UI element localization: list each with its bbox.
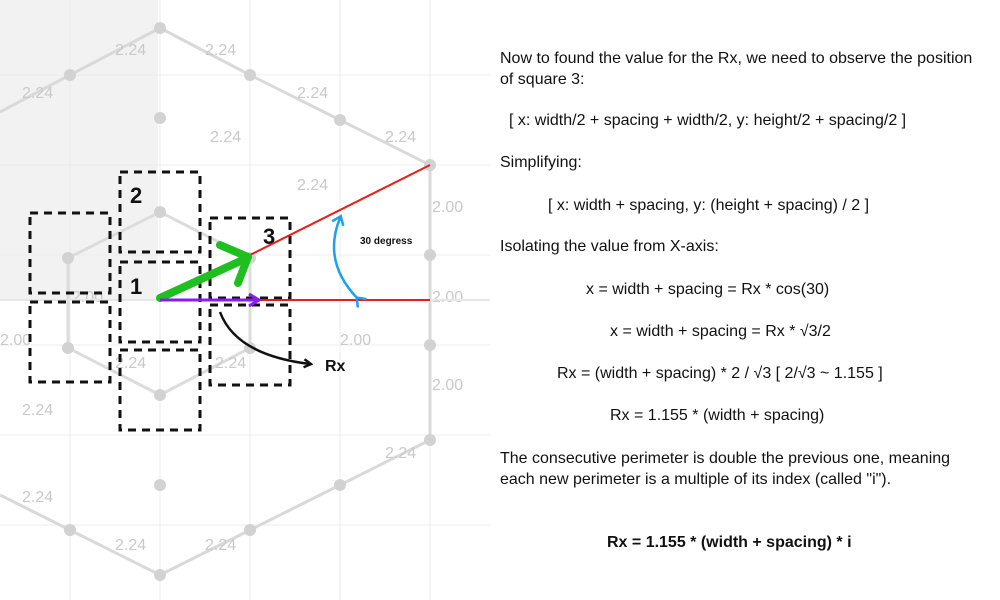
isolating-label: Isolating the value from X-axis: — [500, 238, 719, 255]
square-3-label: 3 — [263, 224, 275, 249]
square-left-bottom — [28, 300, 112, 384]
hexagon-node — [424, 339, 436, 351]
grid-label: 2.24 — [115, 355, 146, 372]
grid-labels: 2.24 2.24 2.24 2.24 2.24 2.24 2.24 2.24 … — [0, 42, 463, 554]
position-formula: [ x: width/2 + spacing + width/2, y: hei… — [509, 112, 907, 129]
grid-label: 2.24 — [385, 129, 416, 146]
grid-label: 2.00 — [340, 332, 371, 349]
hexagon-node — [154, 22, 166, 34]
grid-label: 2.24 — [115, 537, 146, 554]
hexagon-node — [154, 389, 166, 401]
square-right-bottom — [208, 303, 292, 387]
rx-label: Rx — [325, 358, 346, 375]
square-1-label: 1 — [130, 274, 142, 299]
grid-label: 2.24 — [22, 489, 53, 506]
dashed-squares — [28, 170, 292, 432]
perimeter-note: The consecutive perimeter is double the … — [500, 450, 951, 488]
simplified-formula: [ x: width + spacing, y: (height + spaci… — [548, 197, 870, 214]
square-left-top — [28, 211, 112, 295]
angle-arc — [331, 214, 367, 308]
grid-label: 2.24 — [215, 355, 246, 372]
rx-arrow — [218, 311, 310, 364]
grid-label: 2.00 — [432, 289, 463, 306]
square-center-bottom — [118, 348, 202, 432]
hexagon-node — [424, 249, 436, 261]
grid-label: 2.24 — [297, 85, 328, 102]
grid-label: 2.24 — [210, 129, 241, 146]
hexagon-node — [244, 69, 256, 81]
square-2-label: 2 — [130, 183, 142, 208]
hexagon-node — [154, 479, 166, 491]
intro-text: Now to found the value for the Rx, we ne… — [500, 50, 973, 88]
hexagon-node — [244, 524, 256, 536]
outer-hexagon — [0, 26, 432, 577]
hexagon-node — [62, 342, 74, 354]
hexagon-node — [62, 252, 74, 264]
square-2 — [118, 170, 202, 254]
grid-label: 2.24 — [297, 177, 328, 194]
hexagon-node — [154, 569, 166, 581]
grid-label: 2.00 — [0, 332, 31, 349]
grid-label: 2.24 — [205, 537, 236, 554]
hexagon-node — [154, 206, 166, 218]
grid-label: 2.24 — [115, 42, 146, 59]
grid-label: 2.00 — [432, 199, 463, 216]
hexagon-node — [154, 112, 166, 124]
hexagon-node — [64, 69, 76, 81]
equation-3: Rx = (width + spacing) * 2 / √3 [ 2/√3 ~… — [557, 365, 883, 382]
hexagon-node — [424, 434, 436, 446]
hexagon-node — [64, 524, 76, 536]
green-vector — [156, 241, 252, 302]
grid-label: 2.24 — [385, 445, 416, 462]
hexagon-node — [334, 479, 346, 491]
background-shade — [0, 0, 158, 300]
final-formula: Rx = 1.155 * (width + spacing) * i — [607, 534, 852, 551]
equation-4: Rx = 1.155 * (width + spacing) — [610, 407, 825, 424]
grid-label: 2.24 — [205, 42, 236, 59]
background-grid — [0, 0, 490, 600]
grid-label: 2.24 — [22, 85, 53, 102]
equation-1: x = width + spacing = Rx * cos(30) — [586, 281, 830, 298]
simplifying-label: Simplifying: — [500, 154, 582, 171]
angle-label: 30 degress — [360, 236, 413, 247]
equation-2: x = width + spacing = Rx * √3/2 — [610, 323, 831, 340]
grid-label: 2.24 — [22, 402, 53, 419]
ray-30-degrees — [249, 164, 431, 256]
grid-label: 2.00 — [432, 377, 463, 394]
square-1 — [118, 260, 202, 344]
diagram-canvas: 2.24 2.24 2.24 2.24 2.24 2.24 2.24 2.24 … — [0, 0, 490, 600]
hexagon-node — [334, 114, 346, 126]
